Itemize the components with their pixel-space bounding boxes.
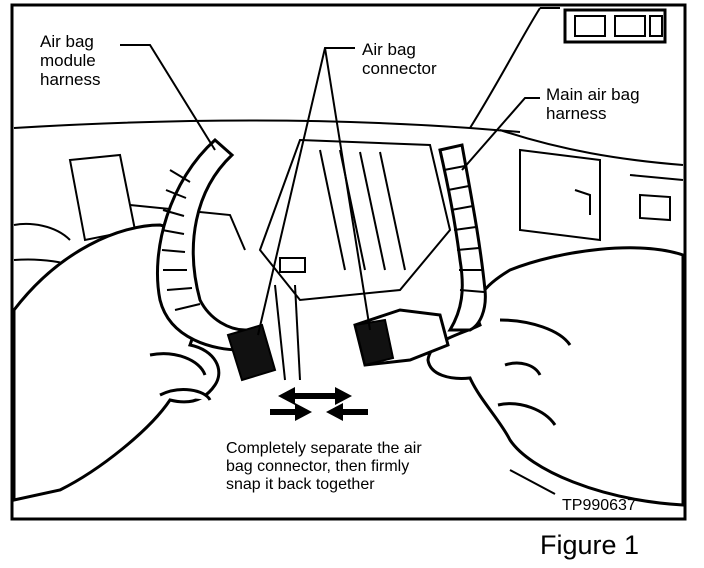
connector-label: Air bag connector bbox=[360, 40, 439, 78]
main-harness-cable bbox=[438, 143, 487, 332]
connector-text: Air bag connector bbox=[362, 40, 437, 78]
main-harness-text: Main air bag harness bbox=[546, 85, 640, 123]
module-harness-label: Air bag module harness bbox=[38, 32, 103, 89]
module-harness-ribs bbox=[161, 169, 201, 311]
module-connector-half bbox=[226, 323, 277, 382]
leader-lines bbox=[120, 44, 556, 495]
main-harness-ribs bbox=[443, 165, 485, 293]
main-harness-label: Main air bag harness bbox=[544, 85, 642, 123]
main-connector-face bbox=[353, 318, 395, 367]
figure-caption-text: Figure 1 bbox=[540, 530, 640, 560]
separate-arrow bbox=[278, 387, 352, 405]
instruction-label: Completely separate the air bag connecto… bbox=[224, 440, 424, 494]
figure-caption: Figure 1 bbox=[540, 530, 639, 560]
figure-code-text: TP990637 bbox=[562, 497, 636, 514]
module-harness-text: Air bag module harness bbox=[40, 32, 101, 89]
instruction-text: Completely separate the air bag connecto… bbox=[226, 440, 422, 493]
figure-code: TP990637 bbox=[560, 496, 638, 515]
module-harness-cable bbox=[156, 137, 247, 352]
right-hand bbox=[426, 246, 685, 507]
connect-arrow bbox=[270, 403, 368, 421]
